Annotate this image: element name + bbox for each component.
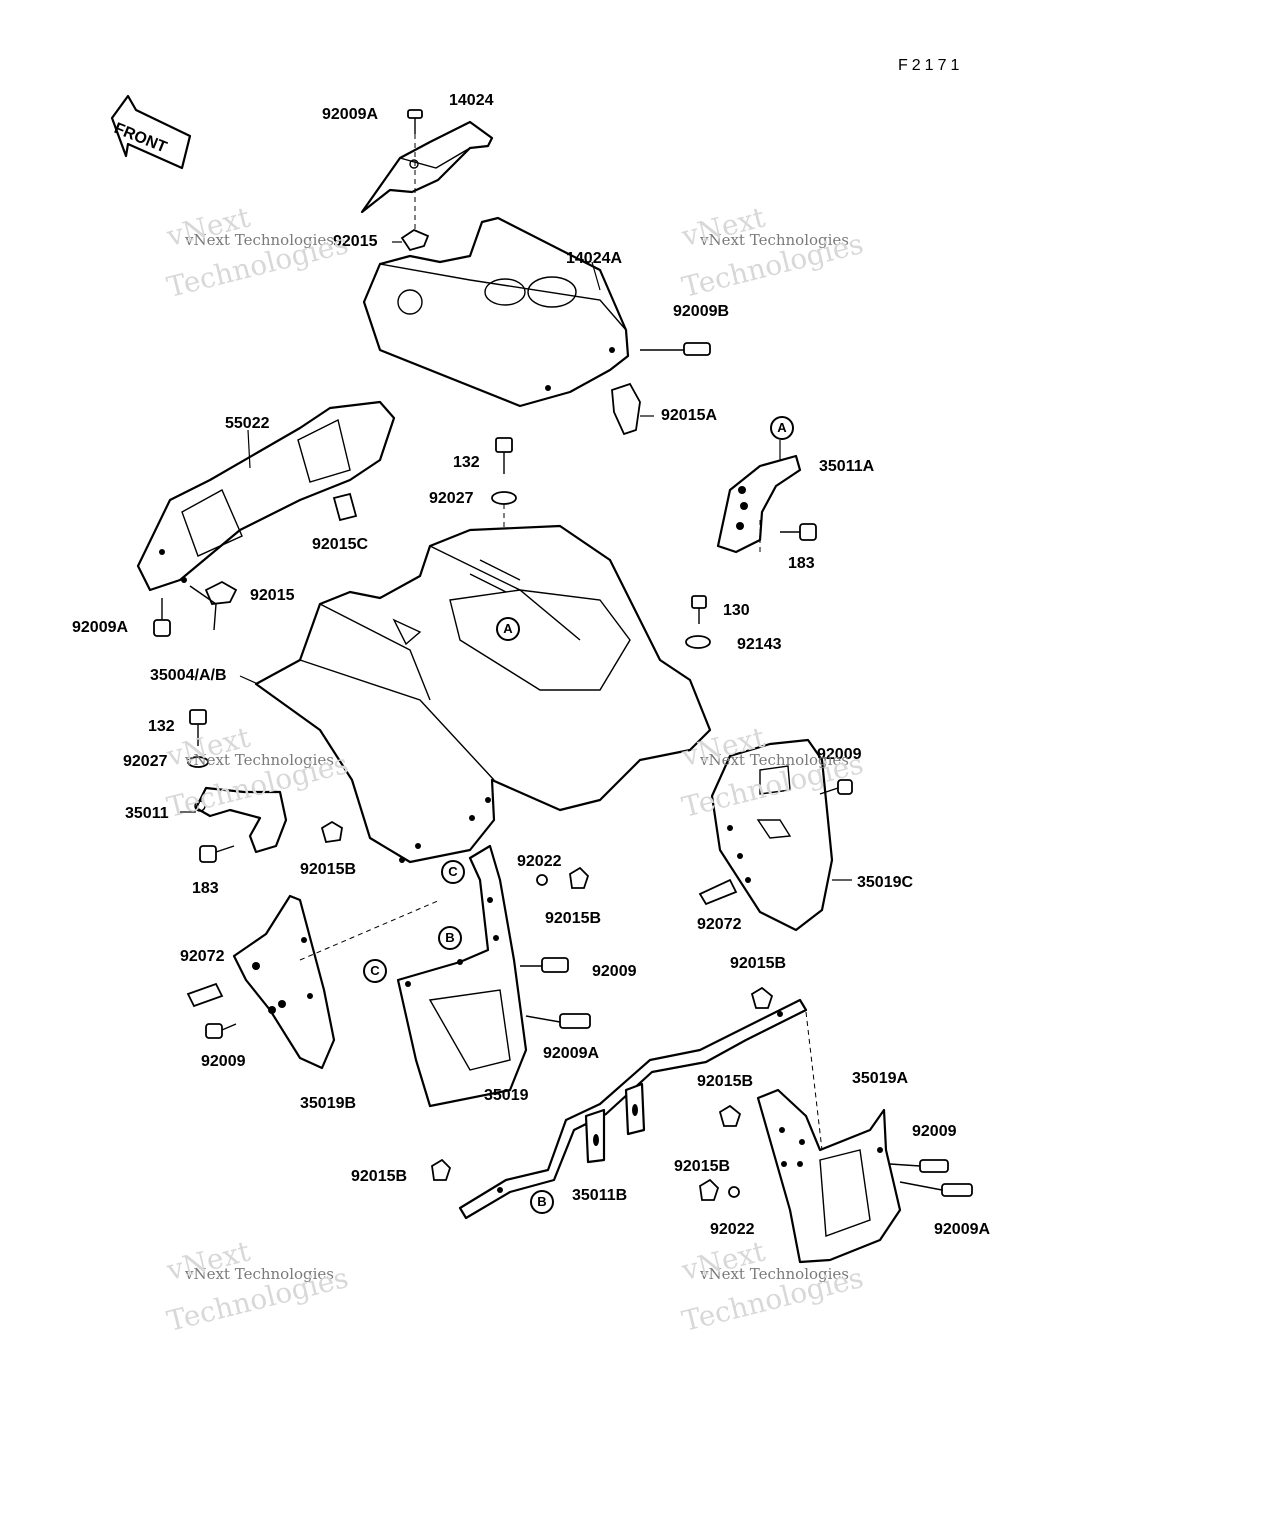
label-92015-top: 92015	[333, 233, 378, 250]
screw-92009-right	[819, 779, 853, 795]
label-35019B: 35019B	[300, 1095, 357, 1112]
screw-92009A-top	[407, 109, 423, 230]
screw-92009-lowright	[889, 1159, 949, 1173]
ref-b-center: B	[438, 926, 462, 950]
bolt-132-left	[187, 709, 209, 768]
label-92009A-top: 92009A	[322, 106, 379, 123]
label-55022: 55022	[225, 415, 270, 432]
label-35011A: 35011A	[819, 458, 875, 475]
ref-a-upper: A	[770, 416, 794, 440]
label-92009A-left: 92009A	[72, 619, 129, 636]
label-92015B-mid: 92015B	[545, 910, 602, 927]
label-92015B-low: 92015B	[351, 1168, 408, 1185]
label-183-left: 183	[192, 880, 219, 897]
part-14024A	[362, 216, 630, 408]
label-92009-right: 92009	[817, 746, 862, 763]
bolt-130	[685, 595, 711, 649]
bolt-183-left	[199, 845, 235, 863]
screw-92009-mid	[520, 957, 569, 973]
label-92027-left: 92027	[123, 753, 168, 770]
label-92022-low: 92022	[710, 1221, 755, 1238]
label-35011B: 35011B	[572, 1187, 628, 1204]
bolt-183-right	[780, 523, 817, 541]
part-35019A	[756, 1088, 902, 1264]
part-35011	[180, 786, 288, 854]
label-183-right: 183	[788, 555, 815, 572]
label-35019: 35019	[484, 1087, 529, 1104]
nut-92015-top	[392, 228, 430, 252]
label-92009-left: 92009	[201, 1053, 246, 1070]
label-92015A: 92015A	[661, 407, 718, 424]
label-92015C: 92015C	[312, 536, 369, 553]
label-35019A: 35019A	[852, 1070, 909, 1087]
label-132-left: 132	[148, 718, 175, 735]
ref-b-low: B	[530, 1190, 554, 1214]
part-35004	[239, 524, 712, 864]
label-92072-right: 92072	[697, 916, 742, 933]
figure-code: F2171	[898, 57, 964, 74]
screw-92009A-mid	[525, 1013, 591, 1029]
label-92009-mid: 92009	[592, 963, 637, 980]
clip-92015A	[611, 382, 654, 436]
label-14024A: 14024A	[566, 250, 623, 267]
nut-92015B-upper	[750, 986, 774, 1009]
ref-a-center: A	[496, 617, 520, 641]
label-92009-lowright: 92009	[912, 1123, 957, 1140]
clip-92072-left	[186, 982, 224, 1008]
label-35004: 35004/A/B	[150, 667, 227, 684]
label-35019C: 35019C	[857, 874, 914, 891]
label-92015B-left: 92015B	[300, 861, 357, 878]
label-130: 130	[723, 602, 750, 619]
label-92015-mid: 92015	[250, 587, 295, 604]
clip-92015C	[332, 492, 358, 522]
screw-92009B	[640, 342, 711, 356]
label-132-top: 132	[453, 454, 480, 471]
screw-92009-left	[205, 1023, 237, 1039]
label-92009A-mid: 92009A	[543, 1045, 600, 1062]
nut-92015B-low2	[699, 1178, 740, 1201]
part-14024	[360, 120, 494, 214]
label-92022-top: 92022	[517, 853, 562, 870]
screw-92009A-left	[153, 598, 171, 637]
ref-c-upper: C	[441, 860, 465, 884]
label-35011: 35011	[125, 805, 169, 822]
clip-92072-right	[698, 878, 738, 906]
part-35019B	[232, 894, 336, 1070]
ref-c-left: C	[363, 959, 387, 983]
nut-92015B-right	[718, 1104, 742, 1127]
front-arrow-icon	[110, 94, 192, 170]
part-35011A	[716, 440, 802, 554]
nut-92015B-low	[431, 1158, 452, 1181]
label-92072-left: 92072	[180, 948, 225, 965]
screw-92009A-low	[899, 1181, 973, 1197]
label-92009A-low: 92009A	[934, 1221, 991, 1238]
washer-92022-top	[536, 866, 590, 889]
part-35019C	[710, 738, 852, 932]
label-92015B-right: 92015B	[697, 1073, 754, 1090]
label-92009B: 92009B	[673, 303, 730, 320]
label-92143: 92143	[737, 636, 782, 653]
nut-92015-mid	[189, 580, 238, 631]
label-92015B-low2: 92015B	[674, 1158, 731, 1175]
part-35019	[396, 844, 528, 1108]
nut-92015B-left	[320, 820, 343, 844]
label-14024: 14024	[449, 92, 494, 109]
label-92015B-upper: 92015B	[730, 955, 787, 972]
part-55022	[136, 400, 396, 592]
part-35011B	[458, 998, 823, 1220]
guide-line-b	[299, 899, 441, 961]
label-92027-top: 92027	[429, 490, 474, 507]
